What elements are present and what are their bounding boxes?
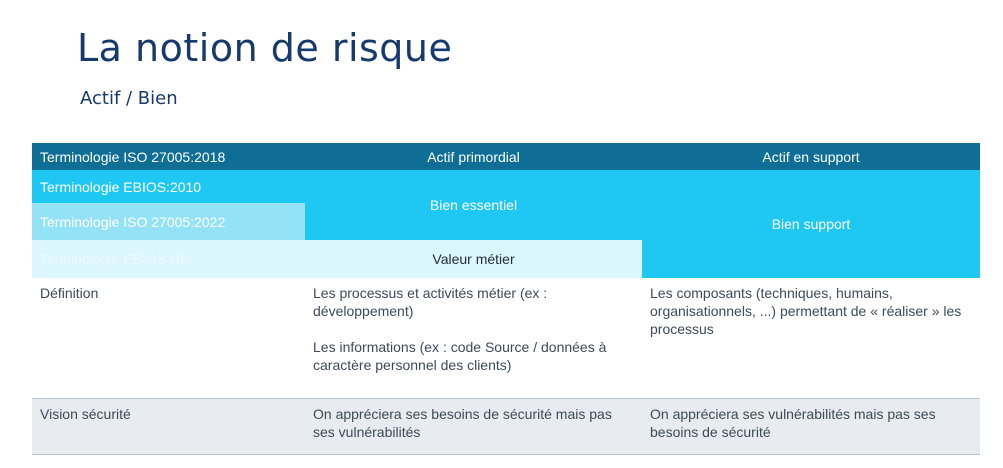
cell-vision-primordial: On appréciera ses besoins de sécurité ma… xyxy=(305,399,642,454)
row-label-definition: Définition xyxy=(32,278,305,398)
page-subtitle: Actif / Bien xyxy=(80,88,178,109)
header-cell-actif-primordial: Actif primordial xyxy=(305,143,642,170)
header-cell-actif-support: Actif en support xyxy=(642,143,980,170)
page-title: La notion de risque xyxy=(77,26,453,70)
header-cell-iso2018: Terminologie ISO 27005:2018 xyxy=(32,143,305,170)
row-label-ebios2010: Terminologie EBIOS:2010 xyxy=(32,170,305,203)
cell-definition-primordial: Les processus et activités métier (ex : … xyxy=(305,278,642,398)
row-label-vision: Vision sécurité xyxy=(32,399,305,454)
cell-vision-support: On appréciera ses vulnérabilités mais pa… xyxy=(642,399,980,454)
cell-bien-support: Bien support xyxy=(642,170,980,278)
definition-primordial-processus: Les processus et activités métier (ex : … xyxy=(313,285,548,319)
row-label-iso2022: Terminologie ISO 27005:2022 xyxy=(32,203,305,240)
table-bottom-border xyxy=(32,454,980,455)
cell-valeur-metier: Valeur métier xyxy=(305,240,642,278)
definition-primordial-informations: Les informations (ex : code Source / don… xyxy=(313,339,607,373)
row-label-ebiosrm: Terminologie EBIOS RM xyxy=(32,240,305,278)
row-divider xyxy=(32,398,980,399)
cell-definition-support: Les composants (techniques, humains, org… xyxy=(642,278,980,398)
cell-bien-essentiel: Bien essentiel xyxy=(305,170,642,240)
